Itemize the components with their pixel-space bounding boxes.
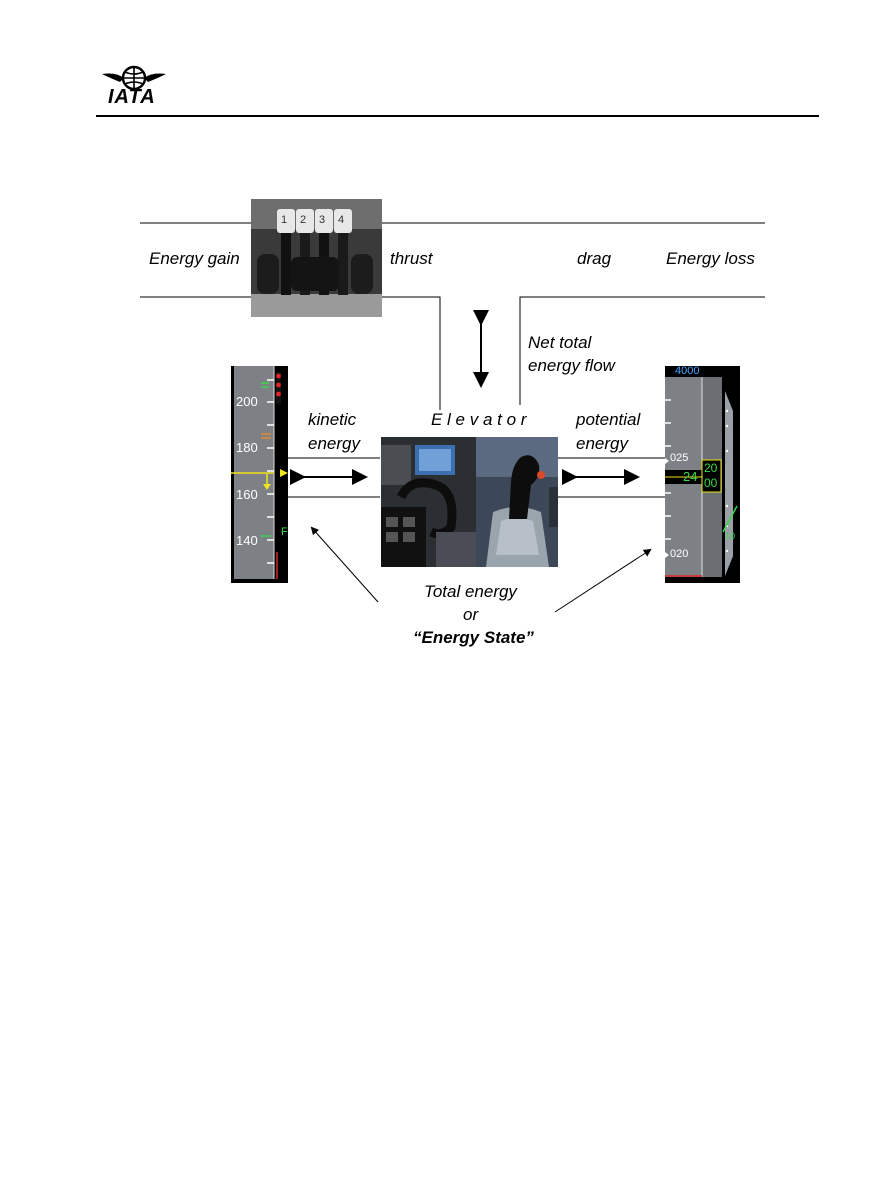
net-total-label-line1: Net total xyxy=(528,333,592,352)
speed-tick-180: 180 xyxy=(236,440,258,455)
total-energy-arrow-left xyxy=(310,526,379,603)
throttle-quadrant-image: 1 2 3 4 xyxy=(251,199,382,317)
throttle-lever-2-label: 2 xyxy=(300,214,307,226)
or-label: or xyxy=(463,605,479,624)
thrust-line xyxy=(382,296,441,410)
speed-tick-140: 140 xyxy=(236,533,258,548)
speed-tape-image: 200 180 160 140 F xyxy=(231,366,288,583)
potential-label-line1: potential xyxy=(576,410,641,429)
selected-altitude: 4000 xyxy=(675,366,700,377)
throttle-lever-1-label: 1 xyxy=(281,214,288,226)
drag-label: drag xyxy=(577,249,612,268)
thrust-label: thrust xyxy=(390,249,433,268)
throttle-lever-3-label: 3 xyxy=(319,214,326,226)
potential-label-line2: energy xyxy=(576,434,628,453)
current-altitude-left: 24 xyxy=(683,469,698,484)
net-total-label-line2: energy flow xyxy=(528,356,615,375)
altitude-tape-image: 4000 025 020 24 20 00 10 xyxy=(665,366,740,583)
altitude-mark-025: 025 xyxy=(670,452,689,464)
iata-globe-icon xyxy=(102,65,166,91)
total-energy-label: Total energy xyxy=(424,582,517,601)
header-rule xyxy=(96,115,819,117)
iata-logo-text: IATA xyxy=(108,86,156,108)
drag-line xyxy=(519,296,765,405)
speed-tick-160: 160 xyxy=(236,487,258,502)
total-energy-arrow-right xyxy=(554,548,652,613)
throttle-lever-4-label: 4 xyxy=(338,214,345,226)
speed-tick-200: 200 xyxy=(236,394,258,409)
speed-bug-label: F xyxy=(281,526,288,538)
altitude-mark-020: 020 xyxy=(670,548,689,560)
energy-loss-label: Energy loss xyxy=(666,249,755,268)
elevator-controls-image xyxy=(381,437,558,567)
kinetic-label-line2: energy xyxy=(308,434,360,453)
elevator-label: E l e v a t o r xyxy=(431,410,527,429)
vertical-speed-value: 10 xyxy=(725,531,736,541)
current-altitude-right-bottom: 00 xyxy=(704,476,718,490)
energy-state-label: “Energy State” xyxy=(413,628,534,647)
current-altitude-right-top: 20 xyxy=(704,461,718,475)
energy-gain-label: Energy gain xyxy=(149,249,240,268)
kinetic-label-line1: kinetic xyxy=(308,410,357,429)
